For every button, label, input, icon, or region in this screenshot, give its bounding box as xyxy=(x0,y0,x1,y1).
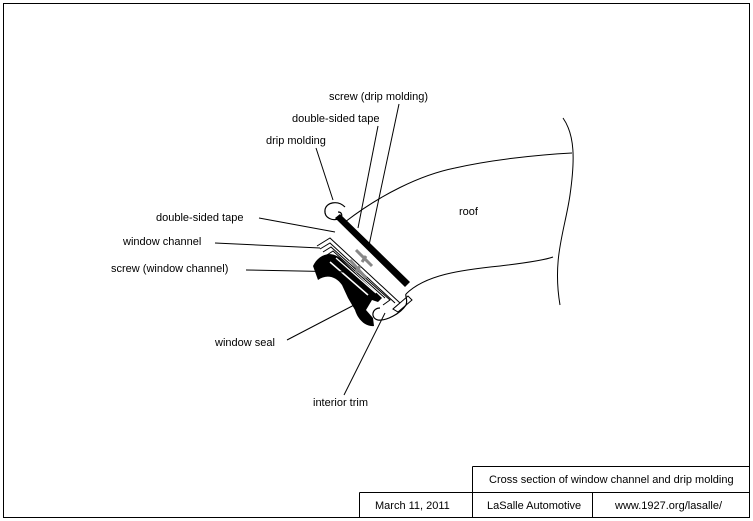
label-drip-molding: drip molding xyxy=(266,135,326,147)
drip-molding xyxy=(324,202,410,287)
roof-panel xyxy=(344,117,574,306)
label-screw-window-channel: screw (window channel) xyxy=(111,263,228,275)
label-window-channel: window channel xyxy=(122,236,201,248)
leader-window-channel xyxy=(214,242,321,249)
leader-window-seal xyxy=(286,302,359,341)
leader-drip-molding xyxy=(315,147,334,201)
label-window-seal: window seal xyxy=(214,337,275,349)
label-interior-trim: interior trim xyxy=(313,397,368,409)
interior-trim xyxy=(372,293,408,321)
roof-cut-edge xyxy=(557,117,574,306)
leader-screw-window-channel xyxy=(245,269,351,273)
title-block-date: March 11, 2011 xyxy=(375,500,450,512)
title-block-company: LaSalle Automotive xyxy=(487,500,581,512)
leader-double-sided-tape-top xyxy=(357,125,379,229)
label-double-sided-tape-left: double-sided tape xyxy=(156,212,243,224)
label-double-sided-tape-top: double-sided tape xyxy=(292,113,379,125)
roof-outer-skin xyxy=(344,152,573,223)
leader-screw-drip-molding xyxy=(367,103,400,251)
drip-molding-curl xyxy=(324,202,346,221)
screws xyxy=(348,248,374,279)
label-screw-drip-molding: screw (drip molding) xyxy=(329,91,428,103)
roof-inner-skin xyxy=(405,256,554,295)
label-roof: roof xyxy=(459,206,479,218)
sheet-border xyxy=(3,3,750,518)
double-sided-tape-strip xyxy=(335,214,410,287)
title-block xyxy=(359,466,750,518)
title-block-description: Cross section of window channel and drip… xyxy=(489,474,734,486)
window-channel-profile xyxy=(316,237,413,313)
leader-lines xyxy=(214,103,400,396)
title-block-url: www.1927.org/lasalle/ xyxy=(614,500,723,512)
leader-double-sided-tape-left xyxy=(258,217,336,233)
leader-interior-trim xyxy=(343,312,386,396)
